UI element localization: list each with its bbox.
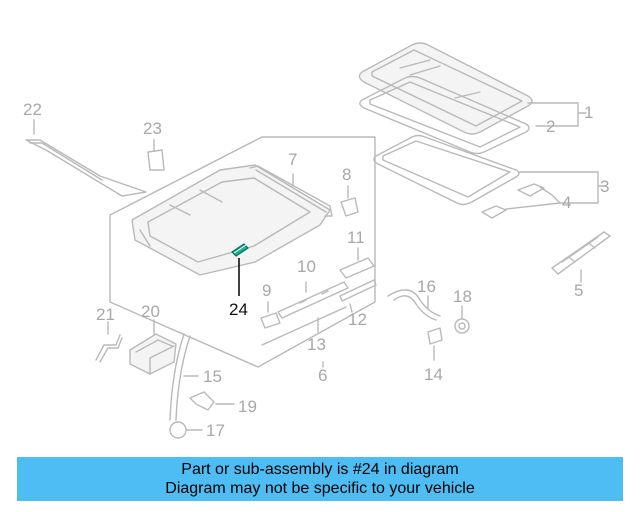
callout-12: 12 bbox=[348, 310, 367, 329]
callout-20: 20 bbox=[141, 302, 160, 321]
callout-13: 13 bbox=[307, 335, 326, 354]
banner-line-1: Part or sub-assembly is #24 in diagram bbox=[181, 461, 459, 478]
callout-14: 14 bbox=[424, 365, 443, 384]
cable-part[interactable] bbox=[261, 306, 347, 346]
sunroof-frame-part[interactable] bbox=[131, 164, 333, 276]
drain-hose-part[interactable] bbox=[387, 289, 441, 321]
info-banner: Part or sub-assembly is #24 in diagram D… bbox=[17, 457, 623, 501]
link-part[interactable] bbox=[339, 279, 377, 313]
shade-clip-part[interactable] bbox=[481, 183, 561, 219]
banner-line-2: Diagram may not be specific to your vehi… bbox=[165, 480, 475, 497]
bracket-part[interactable] bbox=[340, 185, 359, 217]
hose-part[interactable] bbox=[95, 321, 123, 363]
callout-2: 2 bbox=[546, 117, 555, 136]
callout-9: 9 bbox=[262, 281, 271, 300]
callout-8: 8 bbox=[342, 165, 351, 184]
deflector-part[interactable] bbox=[147, 139, 165, 171]
callout-24: 24 bbox=[229, 300, 248, 319]
callout-4: 4 bbox=[562, 193, 571, 212]
callout-3: 3 bbox=[600, 177, 609, 196]
callout-15: 15 bbox=[203, 367, 222, 386]
part-24-highlighted[interactable] bbox=[231, 243, 249, 296]
callout-7: 7 bbox=[288, 150, 297, 169]
callout-16: 16 bbox=[417, 277, 436, 296]
grommet-part[interactable] bbox=[427, 327, 443, 361]
motor-part[interactable] bbox=[129, 319, 177, 375]
callout-10: 10 bbox=[297, 257, 316, 276]
callout-19: 19 bbox=[238, 397, 257, 416]
callout-1: 1 bbox=[584, 103, 593, 122]
drive-unit-part[interactable] bbox=[339, 247, 375, 279]
side-rail-part[interactable] bbox=[551, 231, 611, 283]
callout-6: 6 bbox=[318, 366, 327, 385]
elbow-part[interactable] bbox=[189, 391, 235, 411]
callout-11: 11 bbox=[347, 228, 365, 247]
drain-tube-part[interactable] bbox=[169, 333, 199, 421]
callout-17: 17 bbox=[206, 421, 225, 440]
valve-part[interactable] bbox=[169, 421, 203, 439]
slide-part[interactable] bbox=[277, 281, 349, 319]
guide-part[interactable] bbox=[260, 301, 281, 329]
callout-22: 22 bbox=[23, 100, 42, 119]
callout-18: 18 bbox=[453, 287, 472, 306]
callout-23: 23 bbox=[143, 119, 162, 138]
seal-frame-part[interactable] bbox=[359, 75, 530, 155]
clamp-part[interactable] bbox=[454, 305, 470, 334]
callout-5: 5 bbox=[574, 281, 583, 300]
weatherstrip-part[interactable] bbox=[25, 119, 147, 197]
callout-21: 21 bbox=[96, 305, 115, 324]
